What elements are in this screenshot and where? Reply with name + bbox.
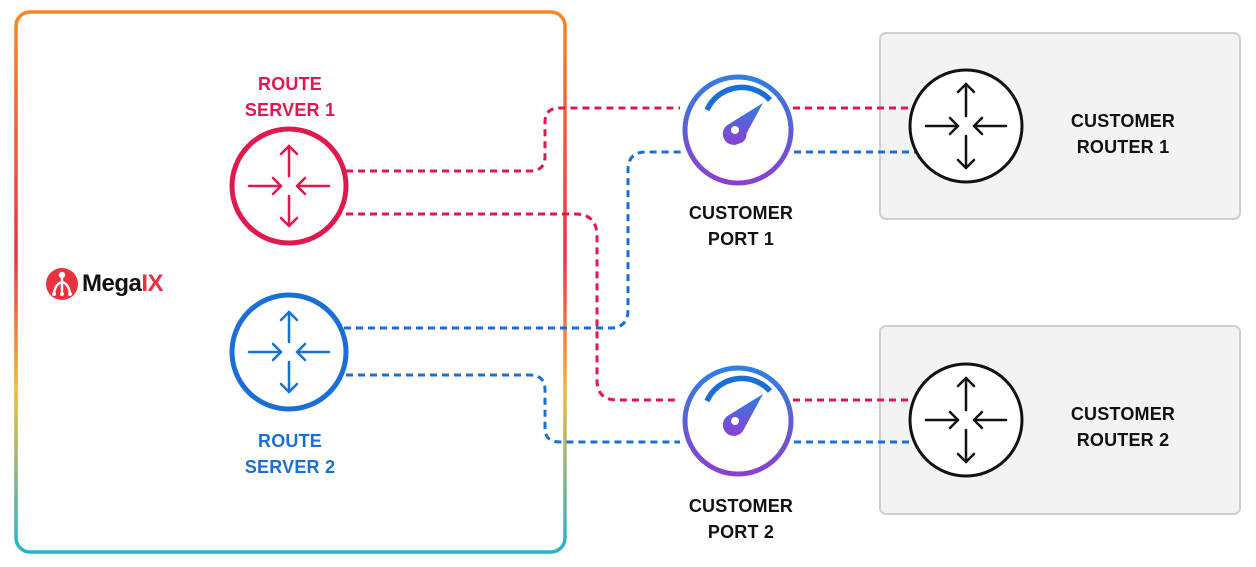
route-server-2-icon xyxy=(229,292,349,412)
route-server-1-label-line2: SERVER 1 xyxy=(244,100,336,120)
customer-router-2-icon xyxy=(908,362,1024,478)
rs1-to-port1-link xyxy=(346,106,680,173)
brand-name: MegaIX xyxy=(82,270,164,298)
route-server-1-label-line1: ROUTE xyxy=(258,74,322,94)
blue-links xyxy=(344,150,916,444)
megaix-brand: MegaIX xyxy=(82,266,164,302)
customer-router-1-label-line1: CUSTOMER xyxy=(1070,111,1176,131)
brand-name-dark: Mega xyxy=(82,270,142,297)
route-server-2-label: ROUTE SERVER 2 xyxy=(200,428,380,480)
customer-port-2-label-line1: CUSTOMER xyxy=(688,496,794,516)
customer-router-2-label: CUSTOMER ROUTER 2 xyxy=(1038,401,1208,453)
customer-port-2-icon xyxy=(682,365,794,477)
route-server-1-icon xyxy=(229,126,349,246)
route-server-2-label-line2: SERVER 2 xyxy=(244,457,336,477)
rs1-to-port2-link xyxy=(346,212,680,402)
customer-port-1-label-line1: CUSTOMER xyxy=(688,203,794,223)
customer-port-1-label-line2: PORT 1 xyxy=(707,229,775,249)
rs2-to-port1-link xyxy=(344,150,682,330)
route-server-1-label: ROUTE SERVER 1 xyxy=(200,71,380,123)
customer-router-1-label: CUSTOMER ROUTER 1 xyxy=(1038,108,1208,160)
customer-router-2-label-line2: ROUTER 2 xyxy=(1076,430,1170,450)
route-server-2-label-line1: ROUTE xyxy=(258,431,322,451)
customer-port-2-label-line2: PORT 2 xyxy=(707,522,775,542)
customer-router-1-label-line2: ROUTER 1 xyxy=(1076,137,1170,157)
megaix-frame xyxy=(14,10,567,554)
customer-router-1-icon xyxy=(908,68,1024,184)
customer-router-2-label-line1: CUSTOMER xyxy=(1070,404,1176,424)
customer-port-1-icon xyxy=(682,74,794,186)
rs2-to-port2-link xyxy=(346,373,680,444)
customer-port-1-label: CUSTOMER PORT 1 xyxy=(651,200,831,252)
megaport-logo-icon xyxy=(46,268,78,300)
brand-name-accent: IX xyxy=(141,270,164,297)
red-links xyxy=(346,106,912,402)
customer-port-2-label: CUSTOMER PORT 2 xyxy=(651,493,831,545)
